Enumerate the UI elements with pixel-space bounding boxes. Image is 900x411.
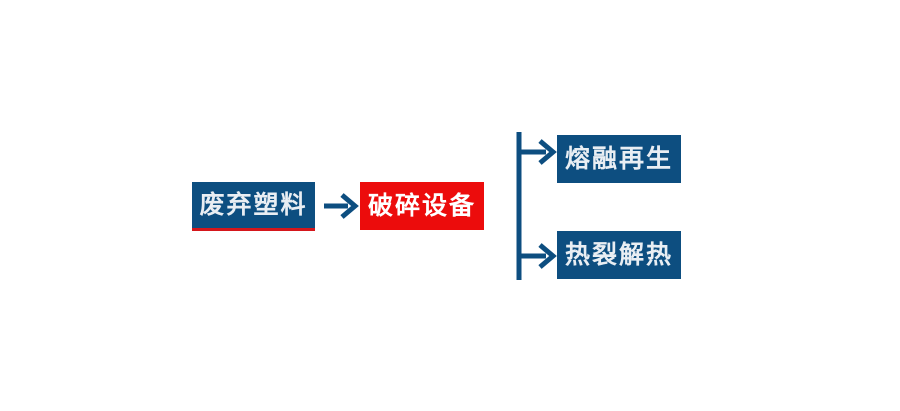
node-pyrolysis-label: 热裂解热 [564,240,673,269]
node-melt-regen-label: 熔融再生 [564,144,673,173]
branch-split-arrows-icon [508,128,564,284]
node-crusher-label: 破碎设备 [367,191,476,220]
node-waste-plastic[interactable]: 废弃塑料 [192,182,315,231]
node-pyrolysis[interactable]: 热裂解热 [557,231,681,279]
arrow-right-icon [322,189,360,223]
node-melt-regen[interactable]: 熔融再生 [557,135,681,183]
node-crusher[interactable]: 破碎设备 [360,182,484,230]
node-waste-plastic-label: 废弃塑料 [199,190,308,219]
